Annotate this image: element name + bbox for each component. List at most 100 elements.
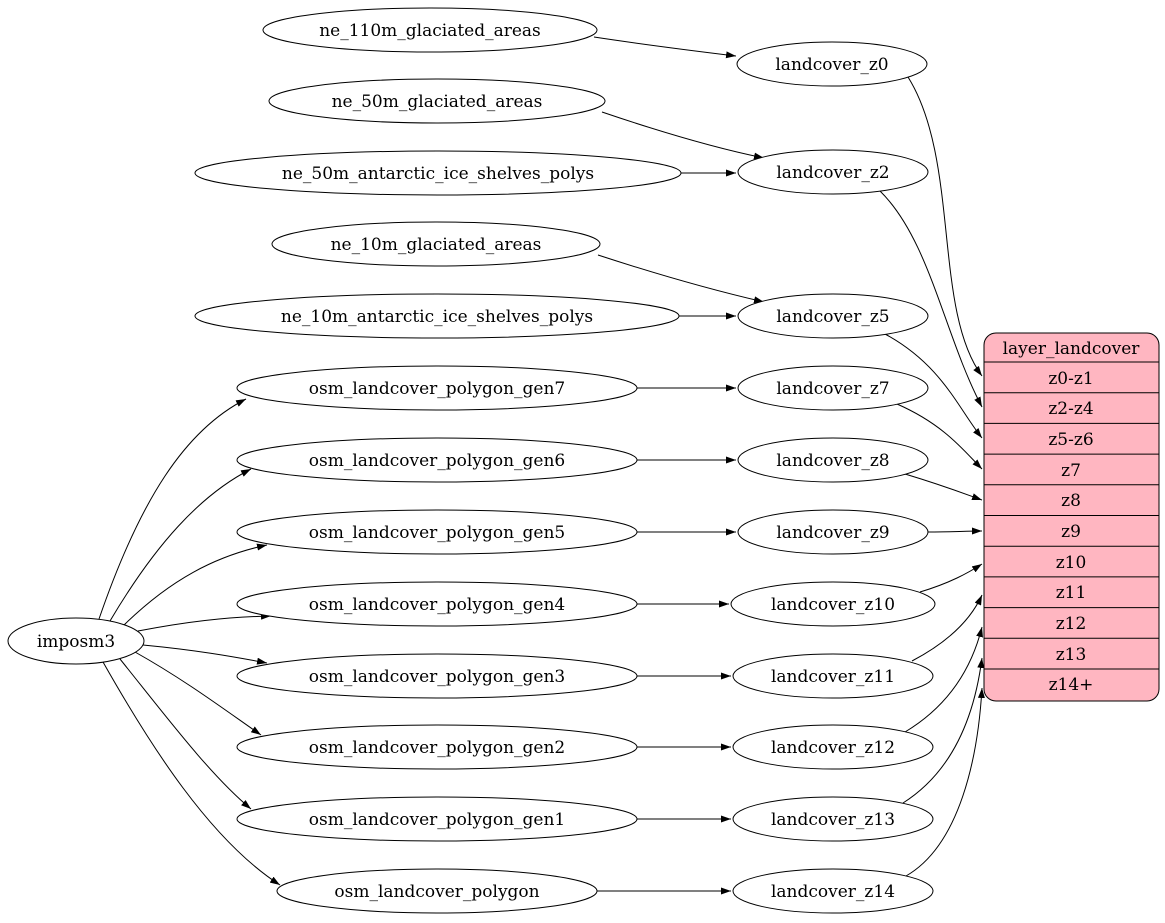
table-row-z2-z4: z2-z4 — [1048, 399, 1093, 419]
node-label: ne_10m_glaciated_areas — [331, 235, 542, 255]
node-ellipse — [737, 437, 929, 483]
edge-landcover_z12-to-row-z12 — [904, 626, 983, 733]
node-osm-landcover-polygon: osm_landcover_polygon — [276, 868, 598, 914]
table-row-z13: z13 — [1056, 645, 1087, 665]
table-background — [983, 332, 1160, 702]
table-row-z5-z6: z5-z6 — [1048, 430, 1093, 450]
edge-landcover_z11-to-row-z11 — [911, 594, 983, 662]
node-landcover-z2: landcover_z2 — [737, 149, 929, 195]
node-ellipse — [7, 617, 145, 665]
nodes-layer: imposm3 ne_110m_glaciated_areas ne_50m_g… — [7, 7, 1160, 914]
edge-landcover_z13-to-row-z13 — [902, 657, 985, 804]
edge-imposm3-to-osm_landcover_polygon_gen5 — [123, 543, 268, 626]
table-row-z12: z12 — [1056, 614, 1087, 634]
node-osm-landcover-polygon-gen2: osm_landcover_polygon_gen2 — [236, 724, 638, 770]
table-row-z7: z7 — [1061, 461, 1081, 481]
node-label: landcover_z13 — [771, 810, 895, 830]
table-row-z9: z9 — [1061, 522, 1081, 542]
edge-imposm3-to-osm_landcover_polygon_gen1 — [119, 658, 252, 810]
node-ellipse — [737, 149, 929, 195]
table-row-z14plus: z14+ — [1049, 675, 1094, 695]
node-ne-10m-glaciated-areas: ne_10m_glaciated_areas — [271, 221, 601, 267]
edge-imposm3-to-osm_landcover_polygon_gen4 — [137, 612, 272, 632]
node-label: landcover_z5 — [776, 307, 889, 327]
node-label: osm_landcover_polygon_gen7 — [309, 379, 565, 399]
table-title: layer_landcover — [1003, 339, 1141, 359]
node-label: osm_landcover_polygon_gen3 — [309, 667, 565, 687]
node-landcover-z7: landcover_z7 — [737, 365, 929, 411]
node-ellipse — [236, 509, 638, 555]
node-ellipse — [737, 293, 929, 339]
node-label: ne_50m_glaciated_areas — [332, 92, 543, 112]
edge-landcover_z2-to-row-z2-z4 — [879, 190, 983, 408]
node-label: ne_50m_antarctic_ice_shelves_polys — [282, 164, 594, 184]
node-ne-50m-glaciated-areas: ne_50m_glaciated_areas — [268, 78, 606, 124]
node-ellipse — [732, 796, 934, 842]
edge-landcover_z9-to-row-z9 — [927, 527, 983, 535]
node-landcover-z13: landcover_z13 — [732, 796, 934, 842]
node-landcover-z5: landcover_z5 — [737, 293, 929, 339]
edge-landcover_z10-to-row-z10 — [919, 563, 983, 593]
node-label: osm_landcover_polygon_gen1 — [309, 810, 565, 830]
node-ellipse — [271, 221, 601, 267]
node-ne-50m-antarctic-ice-shelves-polys: ne_50m_antarctic_ice_shelves_polys — [194, 150, 682, 196]
node-label: ne_10m_antarctic_ice_shelves_polys — [281, 307, 593, 327]
node-osm-landcover-polygon-gen7: osm_landcover_polygon_gen7 — [236, 365, 638, 411]
edge-ne_50m_glaciated_areas-to-landcover_z2 — [601, 111, 765, 160]
node-label: osm_landcover_polygon_gen2 — [309, 738, 565, 758]
node-ellipse — [236, 581, 638, 627]
node-landcover-z0: landcover_z0 — [736, 41, 928, 87]
node-ellipse — [194, 293, 680, 339]
edge-landcover_z5-to-row-z5-z6 — [884, 333, 983, 439]
node-imposm3: imposm3 — [7, 617, 145, 665]
node-osm-landcover-polygon-gen1: osm_landcover_polygon_gen1 — [236, 796, 638, 842]
node-label: landcover_z11 — [771, 667, 895, 687]
node-ellipse — [262, 7, 598, 53]
node-landcover-z8: landcover_z8 — [737, 437, 929, 483]
node-label: landcover_z8 — [776, 451, 889, 471]
table-row-z10: z10 — [1056, 553, 1087, 573]
node-label: ne_110m_glaciated_areas — [319, 21, 541, 41]
node-ellipse — [236, 365, 638, 411]
node-ellipse — [236, 796, 638, 842]
edge-landcover_z7-to-row-z7 — [896, 403, 983, 470]
node-ellipse — [194, 150, 682, 196]
node-landcover-z10: landcover_z10 — [730, 581, 936, 627]
node-ellipse — [236, 437, 638, 483]
node-layer-landcover-table: layer_landcover z0-z1 z2-z4 z5-z6 z7 z8 … — [983, 332, 1160, 702]
edge-landcover_z14-to-row-z14plus — [905, 687, 985, 877]
node-landcover-z12: landcover_z12 — [732, 724, 934, 770]
node-landcover-z11: landcover_z11 — [732, 653, 934, 699]
node-label: landcover_z2 — [776, 163, 889, 183]
node-osm-landcover-polygon-gen6: osm_landcover_polygon_gen6 — [236, 437, 638, 483]
edge-landcover_z0-to-row-z0-z1 — [907, 76, 983, 377]
edge-imposm3-to-osm_landcover_polygon_gen3 — [142, 644, 268, 665]
table-row-z11: z11 — [1056, 583, 1087, 603]
edge-imposm3-to-osm_landcover_polygon_gen7 — [98, 398, 247, 620]
edge-ne_110m_glaciated_areas-to-landcover_z0 — [593, 36, 737, 59]
node-osm-landcover-polygon-gen5: osm_landcover_polygon_gen5 — [236, 509, 638, 555]
node-label: osm_landcover_polygon_gen6 — [309, 451, 565, 471]
node-label: osm_landcover_polygon_gen5 — [309, 523, 565, 543]
node-label: landcover_z10 — [771, 595, 895, 615]
node-osm-landcover-polygon-gen3: osm_landcover_polygon_gen3 — [236, 653, 638, 699]
node-label: imposm3 — [37, 632, 115, 652]
node-ellipse — [737, 509, 929, 555]
node-ellipse — [236, 653, 638, 699]
node-label: landcover_z0 — [775, 55, 888, 75]
node-label: landcover_z9 — [776, 523, 889, 543]
edge-ne_10m_glaciated_areas-to-landcover_z5 — [597, 254, 765, 304]
node-label: landcover_z14 — [771, 882, 895, 902]
node-label: landcover_z7 — [776, 379, 889, 399]
edge-imposm3-to-osm_landcover_polygon — [102, 661, 281, 886]
node-ellipse — [730, 581, 936, 627]
node-ne-10m-antarctic-ice-shelves-polys: ne_10m_antarctic_ice_shelves_polys — [194, 293, 680, 339]
node-ellipse — [268, 78, 606, 124]
node-osm-landcover-polygon-gen4: osm_landcover_polygon_gen4 — [236, 581, 638, 627]
node-label: osm_landcover_polygon — [334, 882, 539, 902]
edge-imposm3-to-osm_landcover_polygon_gen2 — [134, 651, 262, 736]
node-label: osm_landcover_polygon_gen4 — [309, 595, 565, 615]
node-ellipse — [236, 724, 638, 770]
node-landcover-z14: landcover_z14 — [732, 868, 934, 914]
